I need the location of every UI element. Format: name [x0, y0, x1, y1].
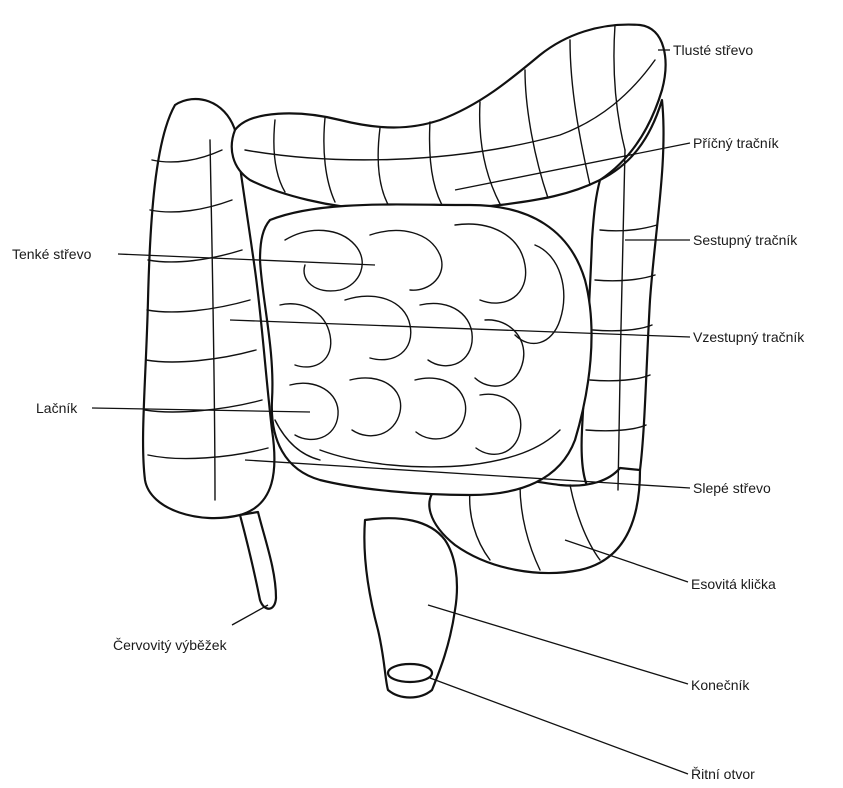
- label-sestupny-tracnik: Sestupný tračník: [693, 232, 797, 248]
- label-lacnik: Lačník: [36, 400, 77, 416]
- label-slepe-strevo: Slepé střevo: [693, 480, 771, 496]
- label-vzestupny-tracnik: Vzestupný tračník: [693, 329, 804, 345]
- label-tluste-strevo: Tlusté střevo: [673, 42, 753, 58]
- label-konecnik: Konečník: [691, 677, 749, 693]
- label-esovita-klicka: Esovitá klička: [691, 576, 776, 592]
- label-ritni-otvor: Řitní otvor: [691, 766, 755, 782]
- small-intestine: [260, 204, 592, 495]
- appendix: [240, 512, 276, 609]
- anus: [388, 664, 432, 682]
- label-tenke-strevo: Tenké střevo: [12, 246, 91, 262]
- label-cervovity-vybezek: Červovitý výběžek: [113, 637, 227, 653]
- label-pricny-tracnik: Příčný tračník: [693, 135, 779, 151]
